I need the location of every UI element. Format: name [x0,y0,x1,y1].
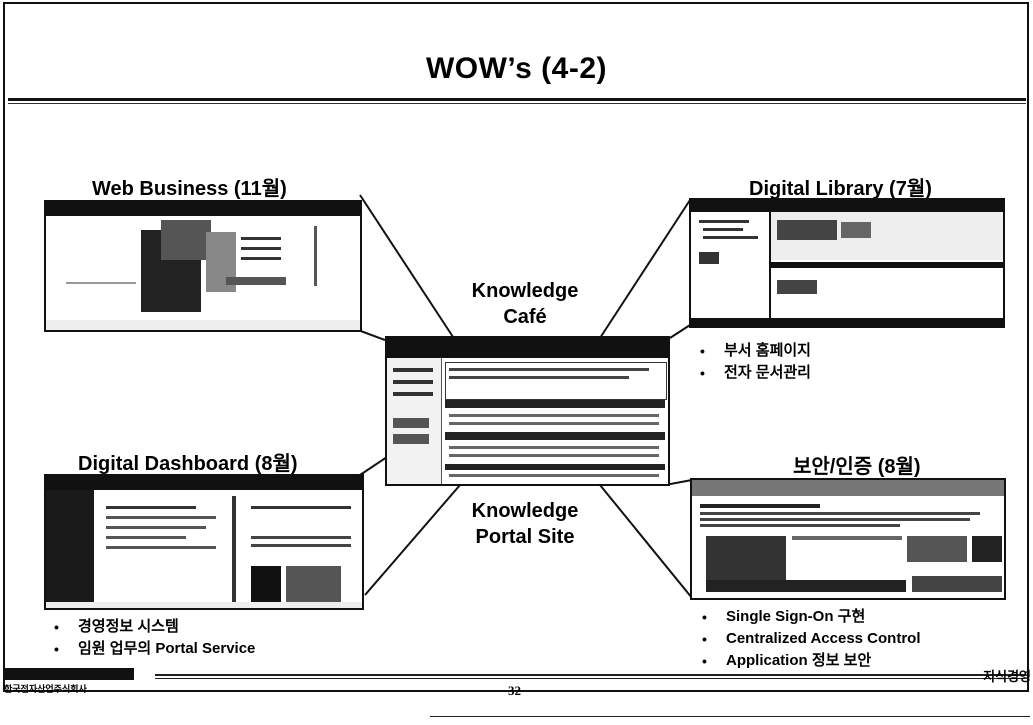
footer-rule-thin [155,678,1025,679]
title-rule [8,98,1026,101]
digital-library-screenshot [689,198,1005,328]
bullet-item: 부서 홈페이지 [696,340,811,362]
digital-dashboard-bullets: 경영정보 시스템 임원 업무의 Portal Service [50,616,255,660]
digital-library-label: Digital Library (7월) [749,178,932,200]
knowledge-portal-label: Knowledge Portal Site [471,500,579,548]
bottom-rule [430,716,1030,717]
bullet-item: 임원 업무의 Portal Service [50,638,255,660]
bullet-item: 전자 문서관리 [696,362,811,384]
web-business-screenshot [44,200,362,332]
page-number: 32 [508,683,521,698]
slide-title: WOW’s (4-2) [425,52,608,85]
digital-dashboard-screenshot [44,474,364,610]
knowledge-portal-screenshot [385,336,670,486]
bullet-item: Single Sign-On 구현 [698,606,921,628]
slide-frame [3,2,1029,692]
knowledge-cafe-label: Knowledge Café [471,280,579,328]
security-bullets: Single Sign-On 구현 Centralized Access Con… [698,606,921,672]
bullet-item: 경영정보 시스템 [50,616,255,638]
bullet-item: Centralized Access Control [698,628,921,650]
security-label: 보안/인증 (8월) [793,456,921,478]
digital-dashboard-label: Digital Dashboard (8월) [78,453,298,475]
footer-right-text: 지식경영 [983,669,1031,684]
security-screenshot [690,478,1006,600]
web-business-label: Web Business (11월) [92,178,287,200]
title-rule-thin [8,103,1026,104]
digital-library-bullets: 부서 홈페이지 전자 문서관리 [696,340,811,384]
company-logo: 한국전자산업주식회사 [4,668,154,698]
footer-rule [155,674,1025,676]
bullet-item: Application 정보 보안 [698,650,921,672]
